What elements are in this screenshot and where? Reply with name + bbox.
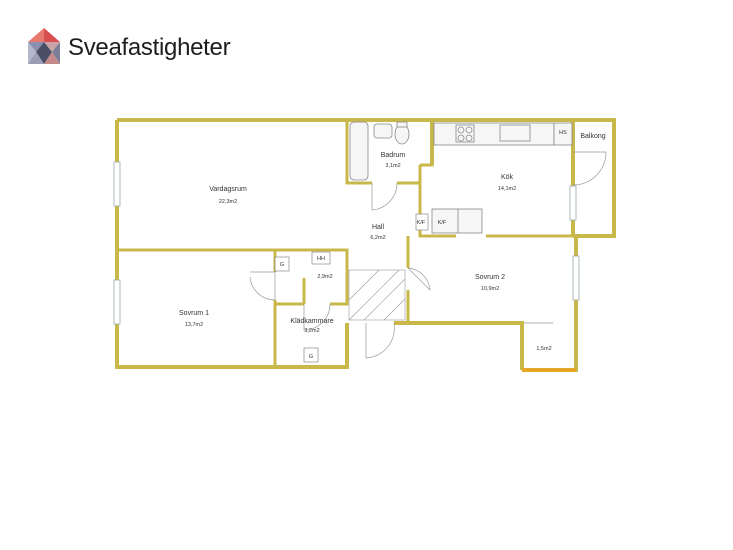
fixture-g-2: G — [309, 354, 313, 360]
room-name-vardagsrum: Vardagsrum — [209, 186, 247, 193]
wall-vardags-sovrum — [117, 248, 349, 268]
wall-badrum-west — [345, 120, 372, 185]
wall-west-south — [115, 120, 349, 369]
room-name-kok: Kök — [501, 174, 514, 181]
fixture-g-1: G — [280, 262, 284, 268]
room-area-kladkammare: 3,2m2 — [304, 328, 319, 334]
fixture-hs: HS — [559, 130, 567, 136]
room-name-sovrum1: Sovrum 1 — [179, 310, 209, 317]
house-diamond-logo-icon — [28, 28, 60, 64]
brand-name: Sveafastigheter — [68, 34, 231, 61]
room-area-hall: 6,2m2 — [370, 235, 385, 241]
room-name-badrum: Badrum — [381, 152, 406, 159]
room-area-badrum: 3,1m2 — [385, 163, 400, 169]
room-area-vardagsrum: 22,3m2 — [219, 199, 237, 205]
room-name-hall: Hall — [372, 224, 385, 231]
wall-kok-hall — [418, 165, 456, 238]
room-area-closet: 2,9m2 — [317, 274, 332, 280]
fixture-hh: HH — [317, 256, 325, 262]
room-area-kok: 14,1m2 — [498, 186, 516, 192]
wall-balkong — [573, 118, 616, 238]
wall-kladkammare — [275, 268, 349, 306]
room-area-sovrum2: 10,9m2 — [481, 286, 499, 292]
room-name-balkong: Balkong — [580, 133, 605, 140]
room-name-sovrum2: Sovrum 2 — [475, 274, 505, 281]
room-area-sovrum1: 13,7m2 — [185, 322, 203, 328]
fixture-kf-1: K/F — [417, 220, 426, 226]
fixture-kf-2: K/F — [438, 220, 447, 226]
room-area-storage: 1,5m2 — [536, 346, 551, 352]
room-name-kladkammare: Klädkammare — [290, 318, 333, 325]
